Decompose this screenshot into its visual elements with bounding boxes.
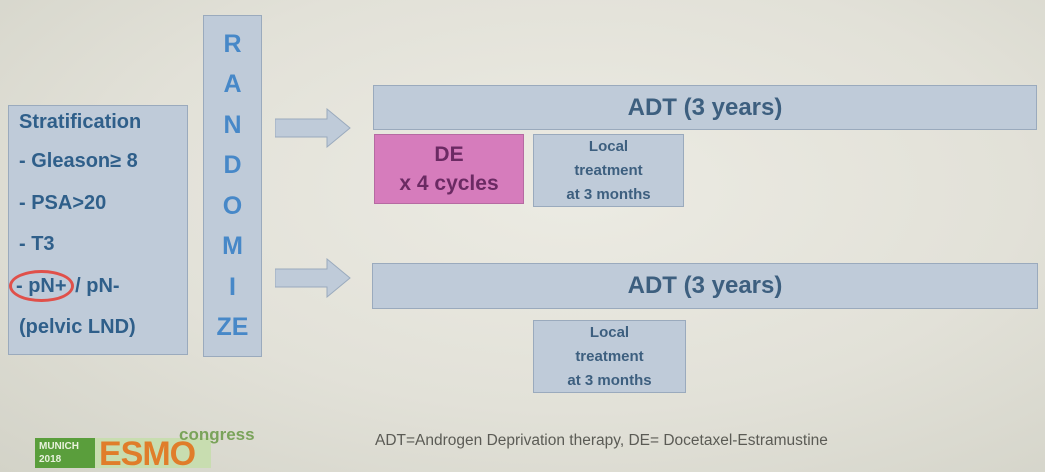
- arm2-adt-bar: ADT (3 years): [372, 263, 1038, 309]
- de-cycles: x 4 cycles: [399, 172, 499, 195]
- local-line: at 3 months: [566, 185, 651, 203]
- arm2-local-treatment-box: Local treatment at 3 months: [533, 320, 686, 393]
- local-line: Local: [588, 137, 629, 155]
- randomize-letter: A: [223, 70, 242, 99]
- strat-psa: - PSA>20: [19, 191, 107, 214]
- stratification-title: Stratification: [19, 111, 142, 133]
- logo-year: 2018: [39, 454, 62, 465]
- arm1-arrow-icon: [275, 108, 351, 148]
- randomize-letter: O: [222, 191, 243, 220]
- logo-brand-block: ESMO: [95, 438, 211, 468]
- arm2-arrow-icon: [275, 258, 351, 298]
- arm1-adt-bar: ADT (3 years): [373, 85, 1037, 130]
- local-line: treatment: [574, 161, 643, 179]
- strat-pn-plus: - pN+: [16, 274, 67, 297]
- strat-pelvic-lnd: (pelvic LND): [19, 316, 136, 338]
- local-line: treatment: [575, 347, 644, 365]
- strat-t3: - T3: [19, 233, 55, 255]
- randomize-box: R A N D O M I ZE: [203, 15, 262, 357]
- strat-pn: - pN+ / pN-: [9, 269, 177, 318]
- randomize-letter: R: [223, 29, 242, 58]
- strat-pn-minus: / pN-: [69, 274, 120, 297]
- randomize-letter: I: [229, 272, 236, 301]
- de-label: DE: [434, 143, 464, 166]
- strat-gleason: - Gleason≥ 8: [19, 150, 138, 172]
- stratification-box: Stratification - Gleason≥ 8 - PSA>20 - T…: [8, 105, 188, 355]
- randomize-letter: ZE: [216, 313, 249, 342]
- esmo-congress-logo: MUNICH 2018 ESMO congress: [35, 425, 265, 469]
- logo-suffix: congress: [179, 425, 255, 444]
- randomize-letter: N: [223, 110, 242, 139]
- logo-city-year: MUNICH 2018: [35, 438, 95, 468]
- randomize-letter: M: [222, 232, 243, 261]
- arm1-de-box: DE x 4 cycles: [374, 134, 524, 204]
- local-line: at 3 months: [567, 371, 652, 389]
- logo-city: MUNICH: [39, 441, 79, 452]
- local-line: Local: [589, 323, 630, 341]
- arm1-local-treatment-box: Local treatment at 3 months: [533, 134, 684, 207]
- abbreviation-footnote: ADT=Androgen Deprivation therapy, DE= Do…: [375, 432, 828, 449]
- pn-plus-circle: - pN+: [9, 269, 74, 302]
- logo-brand: ESMO: [99, 438, 196, 468]
- randomize-letter: D: [223, 151, 242, 180]
